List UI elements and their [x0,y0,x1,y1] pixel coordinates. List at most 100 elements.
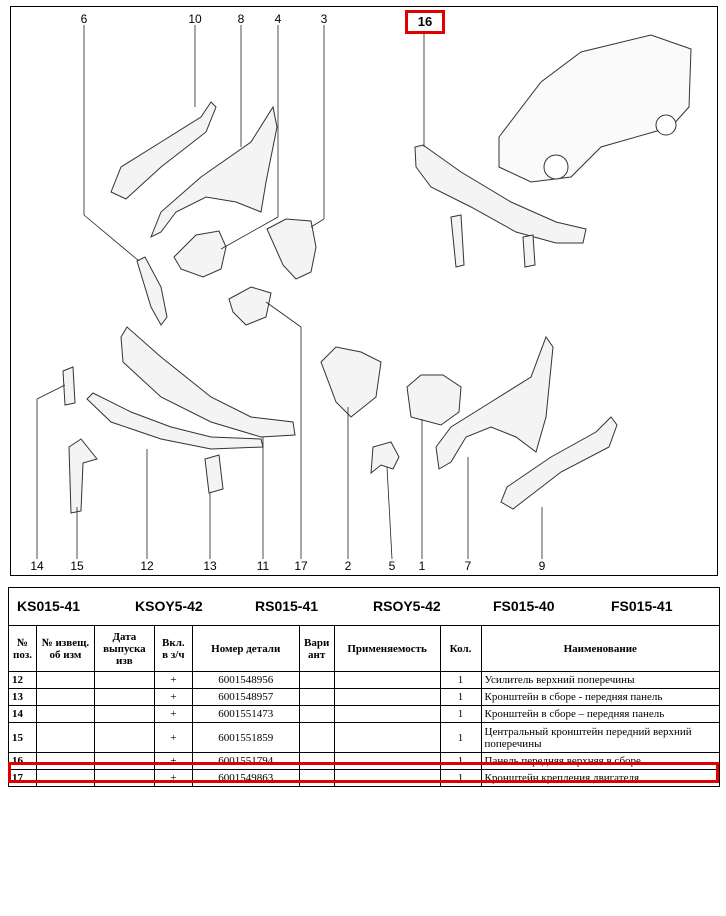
part-11-shape [86,392,264,450]
part-label-2: 2 [344,559,352,573]
part-4-shape [173,230,227,278]
part-2-shape [320,346,382,418]
cell-applicability [333,688,441,706]
cell-applicability [333,671,441,689]
cell-pos: 14 [8,705,37,723]
cell-qty: 1 [439,752,482,770]
cell-applicability [333,705,441,723]
cell-name: Центральный кронштейн передний верхний п… [480,722,721,753]
cell-included: + [153,722,193,753]
header-notice: № извещ. об изм [35,625,95,672]
cell-applicability [333,752,441,770]
cell-part-number: 6001548956 [191,671,300,689]
cell-applicability [333,769,441,787]
cell-included: + [153,769,193,787]
part-9-shape [500,416,618,510]
cell-qty: 1 [439,671,482,689]
part-1-shape [406,374,462,426]
cell-qty: 1 [439,769,482,787]
cell-variant [298,705,335,723]
part-label-1: 1 [418,559,426,573]
part-16-leg-left [450,214,465,268]
cell-pos: 13 [8,688,37,706]
part-label-9: 9 [538,559,546,573]
cell-qty: 1 [439,688,482,706]
parts-diagram: 16 6 10 8 4 3 14 15 12 13 11 17 2 5 1 7 … [10,6,718,576]
part-14-shape [62,366,76,406]
part-label-5: 5 [388,559,396,573]
model-codes-bar: KS015-41 KSOY5-42 RS015-41 RSOY5-42 FS01… [8,587,720,625]
cell-notice [35,671,95,689]
part-label-4: 4 [274,12,282,26]
cell-date [93,722,155,753]
header-qty: Кол. [439,625,482,672]
part-16-shape [414,144,587,244]
part-13-shape [204,454,224,494]
part-17-shape [228,286,272,326]
cell-notice [35,705,95,723]
part-label-12: 12 [140,559,154,573]
cell-date [93,688,155,706]
cell-part-number: 6001548957 [191,688,300,706]
cell-name: Кронштейн в сборе – передняя панель [480,705,721,723]
header-date: Дата выпуска изв [93,625,155,672]
parts-table: № поз. № извещ. об изм Дата выпуска изв … [8,625,721,787]
part-label-13: 13 [203,559,217,573]
model-code: FS015-41 [611,598,673,614]
cell-variant [298,722,335,753]
cell-qty: 1 [439,705,482,723]
cell-date [93,705,155,723]
cell-date [93,671,155,689]
cell-pos: 12 [8,671,37,689]
cell-pos: 15 [8,722,37,753]
part-label-8: 8 [237,12,245,26]
cell-variant [298,671,335,689]
table-row[interactable]: 15 + 6001551859 1 Центральный кронштейн … [8,722,721,753]
cell-part-number: 6001551794 [191,752,300,770]
highlighted-part-label: 16 [405,10,445,34]
part-label-6: 6 [80,12,88,26]
cell-notice [35,688,95,706]
cell-included: + [153,688,193,706]
model-code: RSOY5-42 [373,598,441,614]
model-code: KS015-41 [17,598,81,614]
cell-name: Кронштейн крепления двигателя [480,769,721,787]
part-label-3: 3 [320,12,328,26]
header-included: Вкл. в з/ч [153,625,193,672]
part-label-11: 11 [256,559,270,573]
part-label-7: 7 [464,559,472,573]
header-applicability: Применяемость [333,625,441,672]
cell-variant [298,752,335,770]
cell-qty: 1 [439,722,482,753]
header-pos: № поз. [8,625,37,672]
cell-pos: 17 [8,769,37,787]
part-3-shape [266,218,317,280]
table-header-row: № поз. № извещ. об изм Дата выпуска изв … [8,625,721,672]
part-10-shape [110,101,217,200]
part-6-shape [136,256,168,326]
cell-pos: 16 [8,752,37,770]
cell-notice [35,769,95,787]
cell-part-number: 6001551473 [191,705,300,723]
part-label-14: 14 [30,559,44,573]
cell-included: + [153,705,193,723]
cell-variant [298,688,335,706]
header-variant: Вари ант [298,625,335,672]
table-row[interactable]: 12 + 6001548956 1 Усилитель верхний попе… [8,671,721,689]
cell-variant [298,769,335,787]
table-row[interactable]: 17 + 6001549863 1 Кронштейн крепления дв… [8,769,721,787]
model-code: RS015-41 [255,598,319,614]
part-16-leg-right [522,234,536,268]
header-name: Наименование [480,625,721,672]
cell-notice [35,752,95,770]
car-body [498,34,692,183]
table-row[interactable]: 13 + 6001548957 1 Кронштейн в сборе - пе… [8,688,721,706]
part-8-shape [150,105,278,239]
table-row[interactable]: 14 + 6001551473 1 Кронштейн в сборе – пе… [8,705,721,723]
cell-applicability [333,722,441,753]
table-row-highlighted[interactable]: 16 + 6001551794 1 Панель передняя верхня… [8,752,721,770]
cell-date [93,752,155,770]
cell-part-number: 6001551859 [191,722,300,753]
exploded-view-drawing [36,25,692,560]
model-code: KSOY5-42 [135,598,203,614]
